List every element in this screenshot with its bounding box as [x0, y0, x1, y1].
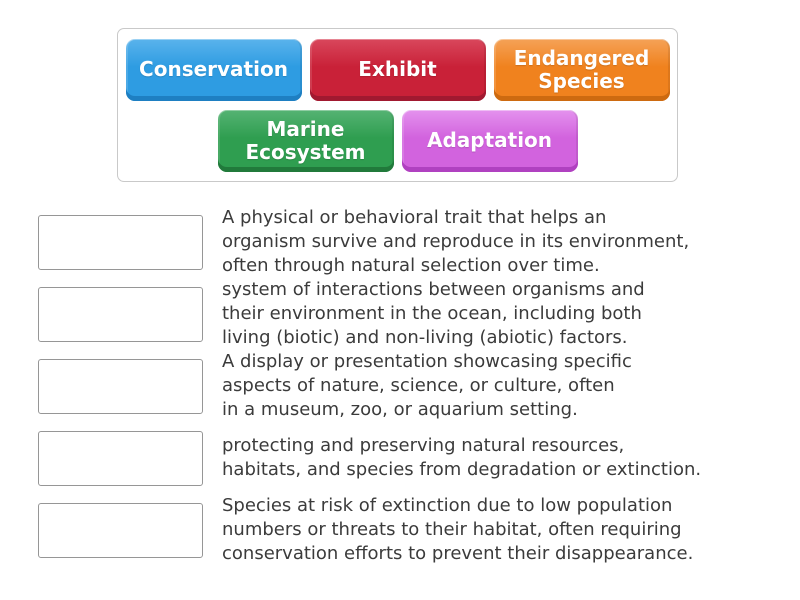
- answer-drop-zone-3[interactable]: [38, 358, 203, 414]
- keyword-tile-exhibit[interactable]: Exhibit: [309, 38, 486, 101]
- definition-text-5: Species at risk of extinction due to low…: [222, 495, 694, 564]
- keyword-row-2: Marine Ecosystem Adaptation: [217, 109, 578, 172]
- answer-drop-zone-5[interactable]: [38, 502, 203, 558]
- definition-text-3: A display or presentation showcasing spe…: [222, 351, 632, 420]
- keyword-row-1: Conservation Exhibit Endangered Species: [125, 38, 670, 101]
- keyword-tile-conservation[interactable]: Conservation: [125, 38, 302, 101]
- keyword-tile-adaptation[interactable]: Adaptation: [401, 109, 578, 172]
- definition-text-4: protecting and preserving natural resour…: [222, 435, 702, 480]
- keyword-tile-marine-ecosystem[interactable]: Marine Ecosystem: [217, 109, 394, 172]
- answer-drop-zone-1[interactable]: [38, 214, 203, 270]
- definition-text-1: A physical or behavioral trait that help…: [222, 207, 690, 276]
- keyword-tile-endangered-species[interactable]: Endangered Species: [493, 38, 670, 101]
- definition-text-2: system of interactions between organisms…: [222, 279, 645, 348]
- keyword-bank-panel: Conservation Exhibit Endangered Species …: [117, 28, 678, 182]
- match-row-2: system of interactions between organisms…: [38, 278, 783, 350]
- match-row-3: A display or presentation showcasing spe…: [38, 350, 783, 422]
- answer-drop-zone-4[interactable]: [38, 430, 203, 486]
- match-row-5: Species at risk of extinction due to low…: [38, 494, 783, 566]
- match-row-1: A physical or behavioral trait that help…: [38, 206, 783, 278]
- match-list: A physical or behavioral trait that help…: [38, 206, 783, 566]
- answer-drop-zone-2[interactable]: [38, 286, 203, 342]
- match-row-4: protecting and preserving natural resour…: [38, 422, 783, 494]
